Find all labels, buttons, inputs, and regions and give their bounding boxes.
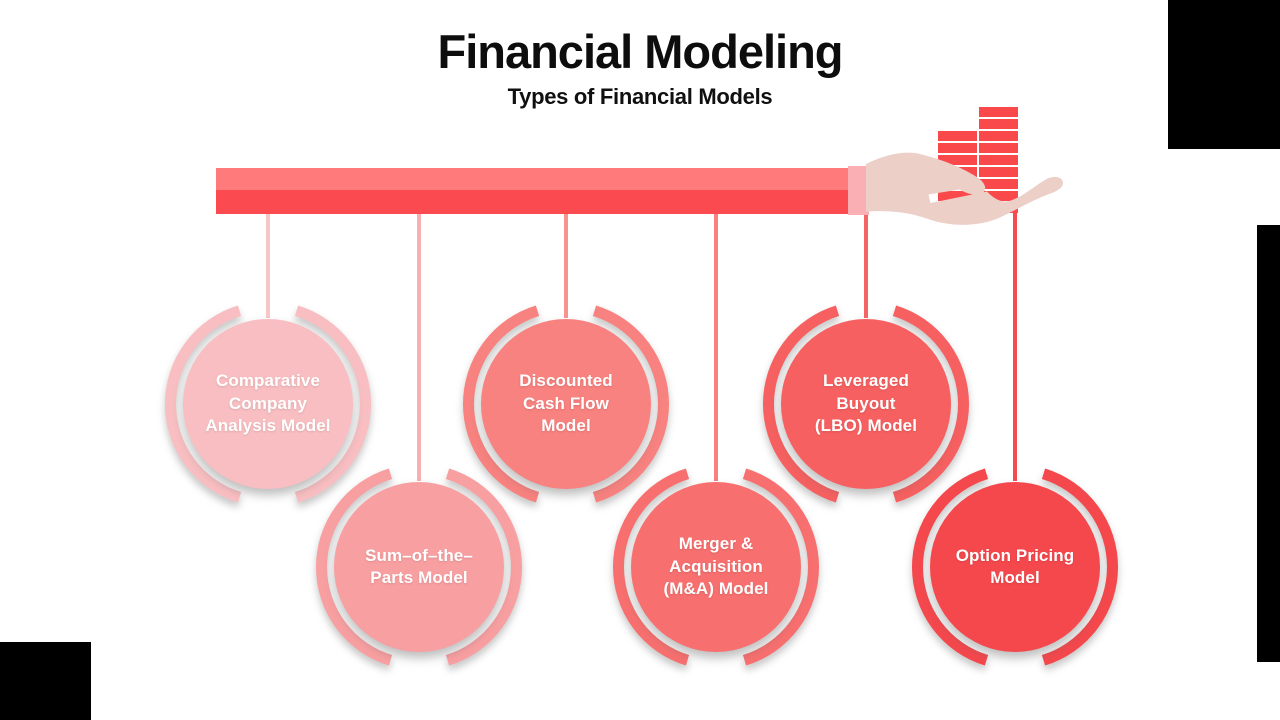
- hanging-line-2: [417, 200, 421, 481]
- pendulum-bar: [216, 168, 849, 214]
- hanging-line-1: [266, 200, 270, 318]
- ring-arc-icon: [613, 468, 819, 666]
- model-node-sum-of-the-parts: Sum–of–the– Parts Model: [314, 462, 524, 672]
- decor-block-top-right: [1168, 0, 1280, 149]
- model-circle: Merger & Acquisition (M&A) Model: [631, 482, 801, 652]
- model-label: Merger & Acquisition (M&A) Model: [663, 534, 769, 599]
- model-label: Discounted Cash Flow Model: [519, 371, 613, 436]
- decor-block-right: [1257, 225, 1280, 662]
- ring-arc-icon: [912, 468, 1118, 666]
- model-node-leveraged-buyout: Leveraged Buyout (LBO) Model: [761, 299, 971, 509]
- model-label: Leveraged Buyout (LBO) Model: [814, 371, 918, 436]
- model-circle: Sum–of–the– Parts Model: [334, 482, 504, 652]
- model-node-comparative-company: Comparative Company Analysis Model: [163, 299, 373, 509]
- ring-arc-icon: [463, 305, 669, 503]
- model-circle: Comparative Company Analysis Model: [183, 319, 353, 489]
- header: Financial Modeling Types of Financial Mo…: [0, 26, 1280, 110]
- model-label: Option Pricing Model: [955, 545, 1075, 587]
- hanging-line-3: [564, 200, 568, 318]
- model-circle: Leveraged Buyout (LBO) Model: [781, 319, 951, 489]
- model-label: Comparative Company Analysis Model: [205, 371, 331, 436]
- pendulum-bar-bottom: [216, 190, 849, 214]
- page-title: Financial Modeling: [437, 25, 843, 78]
- hanging-line-5: [864, 200, 868, 318]
- model-node-merger-acquisition: Merger & Acquisition (M&A) Model: [611, 462, 821, 672]
- pendulum-bar-top: [216, 168, 849, 190]
- coins-icon: [938, 107, 1018, 213]
- ring-arc-icon: [316, 468, 522, 666]
- model-node-option-pricing: Option Pricing Model: [910, 462, 1120, 672]
- model-circle: Discounted Cash Flow Model: [481, 319, 651, 489]
- hanging-line-4: [714, 200, 718, 481]
- hand-with-coins-illustration: [866, 107, 1064, 225]
- model-label: Sum–of–the– Parts Model: [365, 545, 473, 587]
- hanging-line-6: [1013, 200, 1017, 481]
- hand-cuff: [848, 166, 869, 215]
- ring-arc-icon: [763, 305, 969, 503]
- ring-arc-icon: [165, 305, 371, 503]
- hand-icon: [866, 152, 1064, 225]
- decor-block-bottom-left: [0, 642, 91, 720]
- model-circle: Option Pricing Model: [930, 482, 1100, 652]
- page-subtitle: Types of Financial Models: [507, 83, 773, 109]
- model-node-discounted-cash-flow: Discounted Cash Flow Model: [461, 299, 671, 509]
